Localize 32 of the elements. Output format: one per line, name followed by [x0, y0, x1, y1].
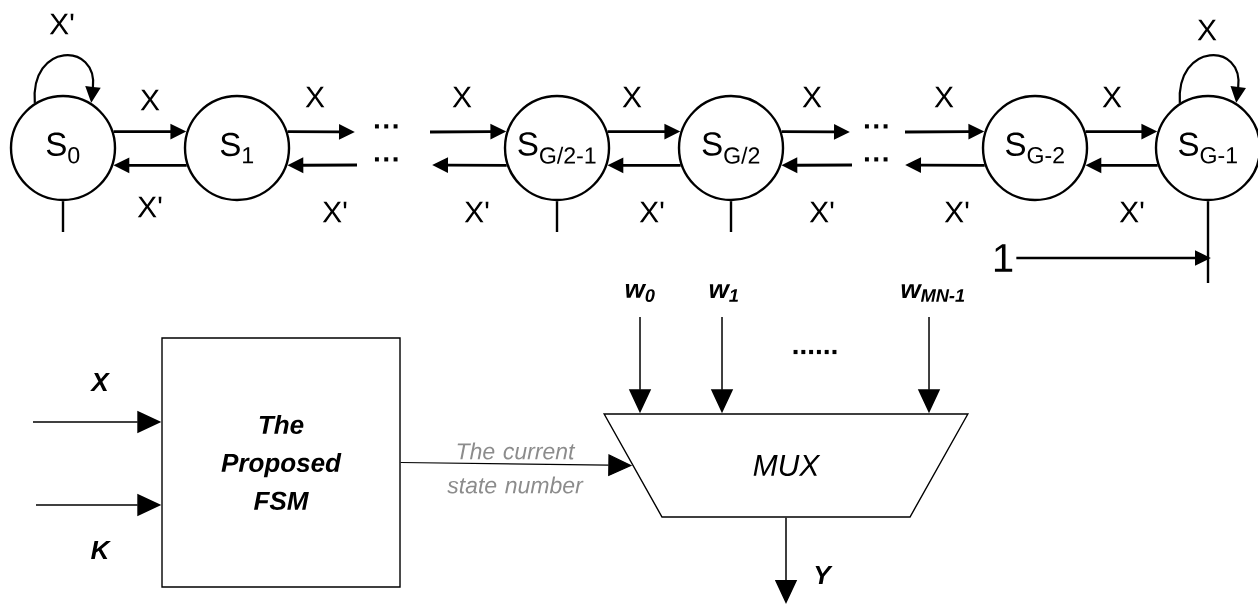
edge-label: X [140, 89, 160, 111]
ellipsis: ··· [864, 124, 888, 129]
edge-label: X [452, 86, 472, 108]
edge-label: X' [464, 201, 489, 223]
ellipsis: ...... [793, 349, 837, 355]
input-value: 1 [994, 244, 1013, 272]
ellipsis: ··· [864, 157, 888, 162]
edge-label: w$_{MN-1}$ [901, 284, 965, 302]
edge-label: X' [639, 201, 664, 223]
edge-label: X' [1119, 201, 1144, 223]
edge-label: K [91, 541, 111, 559]
edge-label: X' [944, 201, 969, 223]
ellipsis: ··· [374, 124, 398, 129]
fsm-block: The Proposed FSM [161, 337, 401, 588]
edge-label: w$_{0}$ [625, 284, 655, 303]
edge-label: w$_{1}$ [709, 284, 738, 302]
edge-label: X [622, 86, 642, 108]
edge-label: X [934, 86, 954, 108]
edge-label: Y [815, 566, 833, 584]
loop-arrow [33, 54, 101, 103]
edge-label: X' [137, 196, 162, 218]
edge-label: The current state number [447, 442, 584, 494]
loop-arrow [1178, 54, 1246, 103]
edge-label: X' [809, 201, 834, 223]
edge-label: X [1197, 19, 1217, 41]
edge-label: X' [322, 201, 347, 223]
edge-label: X [802, 86, 822, 108]
ellipsis: ··· [374, 157, 398, 162]
edge-label: X' [49, 13, 74, 35]
edge-label: X [305, 86, 325, 108]
edge-label: X [1102, 86, 1122, 108]
edge-label: X [90, 373, 110, 391]
